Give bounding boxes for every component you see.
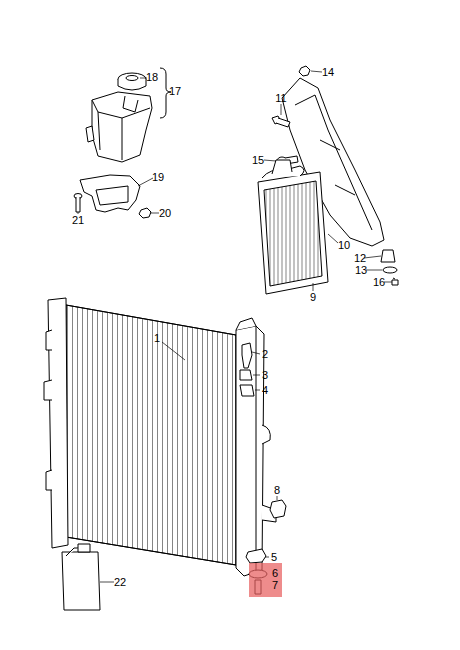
callout-number: 5 — [271, 551, 277, 563]
auxiliary-radiator — [258, 160, 328, 294]
grommet — [381, 250, 395, 262]
clip — [240, 370, 252, 380]
grommet — [270, 500, 286, 518]
expansion-tank — [86, 73, 152, 162]
grommet — [246, 549, 266, 563]
seal — [240, 385, 254, 396]
callout-number: 20 — [159, 207, 171, 219]
leader-lines — [78, 71, 392, 582]
nut — [139, 208, 151, 218]
highlight-box: 67 — [249, 563, 282, 597]
callout-number: 12 — [354, 252, 366, 264]
callout-number: 19 — [152, 171, 164, 183]
screw — [74, 194, 82, 213]
callout-number: 22 — [114, 576, 126, 588]
radiator — [44, 298, 276, 576]
callout-number: 10 — [338, 239, 350, 251]
bolt — [272, 116, 290, 127]
callout-number: 14 — [322, 66, 334, 78]
callout-number: 7 — [249, 579, 282, 591]
callout-number: 4 — [262, 384, 268, 396]
nut — [299, 66, 310, 76]
callout-number: 6 — [249, 567, 282, 579]
callout-number: 2 — [262, 348, 268, 360]
bolt — [392, 278, 398, 285]
callout-number: 17 — [169, 85, 181, 97]
sensor — [242, 343, 252, 368]
callout-number: 11 — [275, 92, 286, 104]
coolant-canister — [62, 544, 100, 610]
callout-number: 21 — [72, 214, 84, 226]
callout-number: 15 — [252, 154, 264, 166]
callout-number: 1 — [154, 332, 160, 344]
callout-number: 16 — [373, 276, 385, 288]
washer — [383, 267, 397, 273]
callout-number: 8 — [274, 484, 280, 496]
callout-number: 9 — [310, 291, 316, 303]
callout-number: 3 — [262, 369, 268, 381]
tank-bracket — [80, 175, 140, 212]
callout-number: 13 — [355, 264, 367, 276]
callout-number: 18 — [146, 71, 158, 83]
